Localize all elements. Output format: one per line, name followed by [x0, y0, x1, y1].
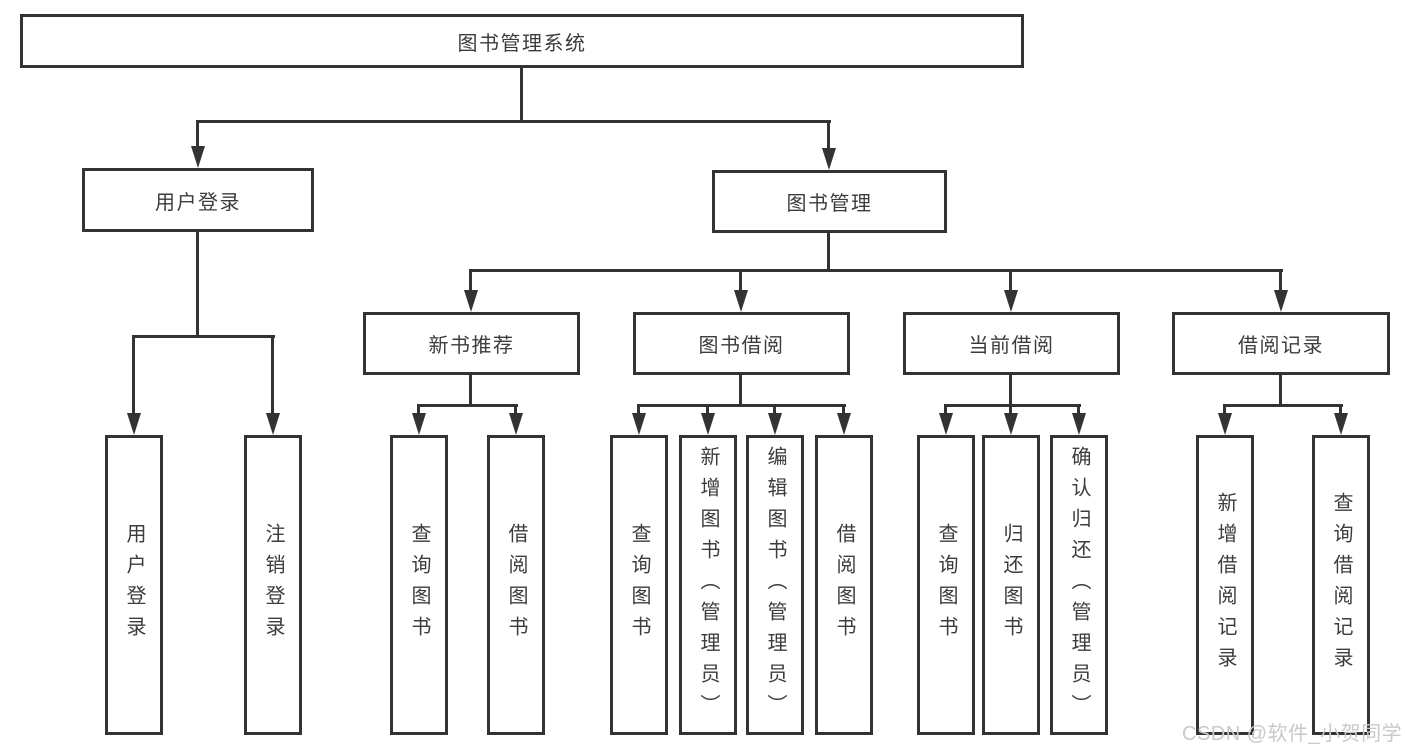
leaf-label: 用户登录	[123, 523, 145, 647]
leaf-label: 确认归还（管理员）	[1068, 445, 1090, 725]
connector-userlogin-stem	[196, 232, 199, 338]
node-label: 图书借阅	[698, 335, 785, 357]
arrowhead-new-book-recommend	[464, 290, 478, 312]
leaf-current-confirm-return-admin: 确认归还（管理员）	[1050, 435, 1108, 735]
connector-drop-current-borrowing	[1009, 269, 1012, 292]
connector-drop-cb-query	[944, 404, 947, 415]
leaf-borrowing-edit-books-admin: 编辑图书（管理员）	[746, 435, 804, 735]
leaf-label: 查询图书	[935, 523, 957, 647]
node-label: 图书管理	[786, 193, 873, 215]
connector-bookmgmt-horizontal	[469, 269, 1283, 272]
arrowhead-bb-query	[632, 413, 646, 435]
connector-drop-leaf-logout	[271, 335, 274, 415]
leaf-label: 编辑图书（管理员）	[764, 445, 786, 725]
connector-drop-bb-edit	[773, 404, 776, 415]
leaf-label: 新增图书（管理员）	[697, 445, 719, 725]
connector-drop-cb-confirm	[1077, 404, 1080, 415]
connector-drop-book-borrowing	[739, 269, 742, 292]
connector-drop-br-add	[1223, 404, 1226, 415]
arrowhead-book-borrowing	[734, 290, 748, 312]
connector-drop-nb-query	[417, 404, 420, 415]
leaf-label: 查询图书	[408, 523, 430, 647]
arrowhead-br-query	[1334, 413, 1348, 435]
connector-root-horizontal	[196, 120, 831, 123]
connector-bookmgmt-stem	[827, 233, 830, 271]
leaf-user-login: 用户登录	[105, 435, 163, 735]
connector-drop-new-book-recommend	[469, 269, 472, 292]
leaf-label: 注销登录	[262, 523, 284, 647]
leaf-borrowing-borrow-books: 借阅图书	[815, 435, 873, 735]
leaf-label: 归还图书	[1000, 523, 1022, 647]
connector-records-stem	[1279, 375, 1282, 406]
arrowhead-cb-return	[1004, 413, 1018, 435]
arrowhead-bb-edit	[768, 413, 782, 435]
connector-current-horizontal	[944, 404, 1081, 407]
leaf-label: 新增借阅记录	[1214, 492, 1236, 678]
node-label: 当前借阅	[968, 335, 1055, 357]
arrowhead-br-add	[1218, 413, 1232, 435]
node-label: 新书推荐	[428, 335, 515, 357]
connector-userlogin-horizontal	[132, 335, 275, 338]
connector-drop-book-management	[827, 120, 830, 150]
connector-borrowing-horizontal	[637, 404, 846, 407]
connector-drop-user-login	[196, 120, 199, 148]
connector-current-stem	[1009, 375, 1012, 406]
node-label: 借阅记录	[1238, 335, 1324, 357]
node-user-login-branch: 用户登录	[82, 168, 314, 232]
leaf-newbook-query-books: 查询图书	[390, 435, 448, 735]
leaf-logout: 注销登录	[244, 435, 302, 735]
connector-borrowing-stem	[739, 375, 742, 406]
arrowhead-leaf-logout	[266, 413, 280, 435]
arrowhead-bb-borrow	[837, 413, 851, 435]
leaf-current-return-books: 归还图书	[982, 435, 1040, 735]
arrowhead-cb-query	[939, 413, 953, 435]
arrowhead-borrowing-records	[1274, 290, 1288, 312]
connector-drop-nb-borrow	[514, 404, 517, 415]
leaf-borrowing-add-books-admin: 新增图书（管理员）	[679, 435, 737, 735]
arrowhead-bb-add	[701, 413, 715, 435]
node-label: 图书管理系统	[457, 32, 587, 55]
leaf-current-query-books: 查询图书	[917, 435, 975, 735]
leaf-newbook-borrow-books: 借阅图书	[487, 435, 545, 735]
connector-newbook-stem	[469, 375, 472, 406]
arrowhead-leaf-user-login	[127, 413, 141, 435]
arrowhead-nb-borrow	[509, 413, 523, 435]
leaf-label: 借阅图书	[505, 523, 527, 647]
arrowhead-cb-confirm	[1072, 413, 1086, 435]
leaf-records-query-record: 查询借阅记录	[1312, 435, 1370, 735]
arrowhead-user-login	[191, 146, 205, 168]
node-book-management-branch: 图书管理	[712, 170, 947, 233]
node-borrowing-records: 借阅记录	[1172, 312, 1390, 375]
connector-drop-br-query	[1339, 404, 1342, 415]
csdn-watermark: CSDN @软件_小贺同学	[1182, 723, 1403, 745]
node-label: 用户登录	[155, 191, 241, 214]
node-new-book-recommend: 新书推荐	[363, 312, 580, 375]
leaf-label: 查询图书	[628, 523, 650, 647]
node-current-borrowing: 当前借阅	[903, 312, 1120, 375]
node-book-borrowing: 图书借阅	[633, 312, 850, 375]
connector-newbook-horizontal	[417, 404, 518, 407]
connector-drop-bb-add	[706, 404, 709, 415]
connector-drop-leaf-user-login	[132, 335, 135, 415]
connector-root-stem	[520, 68, 523, 122]
arrowhead-nb-query	[412, 413, 426, 435]
node-library-management-system: 图书管理系统	[20, 14, 1024, 68]
leaf-label: 查询借阅记录	[1330, 492, 1352, 678]
connector-drop-borrowing-records	[1279, 269, 1282, 292]
leaf-borrowing-query-books: 查询图书	[610, 435, 668, 735]
connector-drop-bb-query	[637, 404, 640, 415]
connector-records-horizontal	[1223, 404, 1343, 407]
arrowhead-current-borrowing	[1004, 290, 1018, 312]
leaf-label: 借阅图书	[833, 523, 855, 647]
connector-drop-bb-borrow	[842, 404, 845, 415]
arrowhead-book-management	[822, 148, 836, 170]
leaf-records-add-record: 新增借阅记录	[1196, 435, 1254, 735]
connector-drop-cb-return	[1009, 404, 1012, 415]
